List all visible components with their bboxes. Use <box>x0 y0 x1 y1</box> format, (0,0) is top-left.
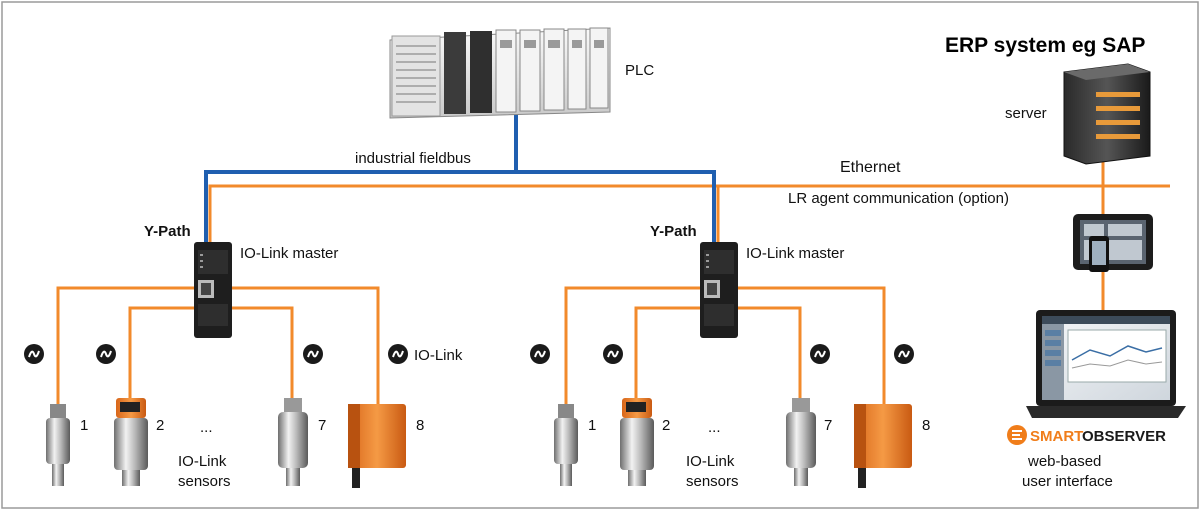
iolink-symbol-icon <box>603 344 623 364</box>
lr-agent-label: LR agent communication (option) <box>788 190 1009 207</box>
sensors-label-left-1: IO-Link <box>178 453 227 470</box>
sensor-number-1-right: 1 <box>588 417 596 434</box>
iolink-symbol-icon <box>24 344 44 364</box>
iolink-symbol-icon <box>894 344 914 364</box>
page-title: ERP system eg SAP <box>945 34 1145 57</box>
sensor-8-right <box>854 404 912 488</box>
iolink-master-right <box>700 242 738 338</box>
web-ui-label-1: web-based <box>1027 453 1101 470</box>
sensor-7-right <box>786 398 816 486</box>
ellipsis-left: ... <box>200 419 213 436</box>
sensor-number-1-left: 1 <box>80 417 88 434</box>
server-label: server <box>1005 105 1047 122</box>
sensor-number-7-left: 7 <box>318 417 326 434</box>
sensor-number-7-right: 7 <box>824 417 832 434</box>
brand-part1: SMART <box>1030 428 1083 445</box>
laptop-icon <box>1026 310 1186 418</box>
brand-part2: OBSERVER <box>1082 428 1166 445</box>
iolink-symbol-icon <box>388 344 408 364</box>
ypath-label-left: Y-Path <box>144 223 191 240</box>
fieldbus-line <box>204 112 716 250</box>
iolink-symbol-icon <box>530 344 550 364</box>
plc-label: PLC <box>625 62 654 79</box>
ypath-label-right: Y-Path <box>650 223 697 240</box>
sensor-1-left <box>46 404 70 486</box>
web-ui-label-2: user interface <box>1022 473 1113 490</box>
sensor-2-right <box>620 398 654 486</box>
iolink-symbol-icon <box>303 344 323 364</box>
ethernet-label: Ethernet <box>840 159 901 176</box>
ellipsis-right: ... <box>708 419 721 436</box>
iolink-symbol-icon <box>810 344 830 364</box>
sensor-number-2-left: 2 <box>156 417 164 434</box>
tablet-icon <box>1073 214 1153 272</box>
iolink-symbols <box>24 344 914 364</box>
iolink-master-label-left: IO-Link master <box>240 245 338 262</box>
sensor-2-left <box>114 398 148 486</box>
ethernet-line <box>208 162 1170 310</box>
fieldbus-label: industrial fieldbus <box>355 150 471 167</box>
sensor-8-left <box>348 404 406 488</box>
sensor-number-8-left: 8 <box>416 417 424 434</box>
iolink-symbol-icon <box>96 344 116 364</box>
sensor-number-2-right: 2 <box>662 417 670 434</box>
iolink-label: IO-Link <box>414 347 463 364</box>
sensor-7-left <box>278 398 308 486</box>
sensors-label-right-1: IO-Link <box>686 453 735 470</box>
smartobserver-logo: SMART OBSERVER <box>1007 425 1166 445</box>
iolink-master-label-right: IO-Link master <box>746 245 844 262</box>
iolink-master-left <box>194 242 232 338</box>
iolink-cables-right <box>564 286 886 404</box>
sensor-1-right <box>554 404 578 486</box>
server-icon <box>1063 63 1151 165</box>
iolink-cables-left <box>56 286 380 404</box>
sensors-label-left-2: sensors <box>178 473 231 490</box>
sensor-number-8-right: 8 <box>922 417 930 434</box>
sensors-label-right-2: sensors <box>686 473 739 490</box>
plc-rack <box>389 27 611 119</box>
